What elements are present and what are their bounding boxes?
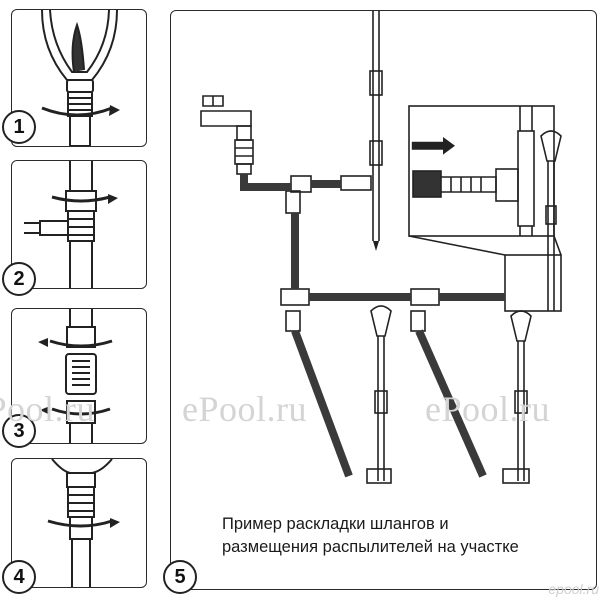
caption-line-1: Пример раскладки шлангов и bbox=[222, 515, 449, 533]
step-1-badge: 1 bbox=[2, 110, 36, 144]
garden-layout-icon bbox=[200, 11, 562, 484]
step-5-badge: 5 bbox=[163, 560, 197, 594]
step-5-panel bbox=[170, 10, 597, 590]
step-2-panel bbox=[11, 160, 147, 289]
step-4-panel bbox=[11, 458, 147, 588]
step-3-panel bbox=[11, 308, 147, 444]
step-3-badge: 3 bbox=[2, 414, 36, 448]
tee-connector-twist-icon bbox=[24, 161, 118, 288]
layout-caption: Пример раскладки шлангов и размещения ра… bbox=[222, 513, 592, 559]
step-4-badge: 4 bbox=[2, 560, 36, 594]
hose-end-twist-icon bbox=[47, 459, 120, 587]
site-logo: epool.ru bbox=[548, 581, 599, 597]
step-2-badge: 2 bbox=[2, 262, 36, 296]
sprinkler-connect-twist-icon bbox=[41, 10, 120, 146]
coupling-double-twist-icon bbox=[38, 309, 113, 443]
caption-line-2: размещения распылителей на участке bbox=[222, 538, 519, 556]
